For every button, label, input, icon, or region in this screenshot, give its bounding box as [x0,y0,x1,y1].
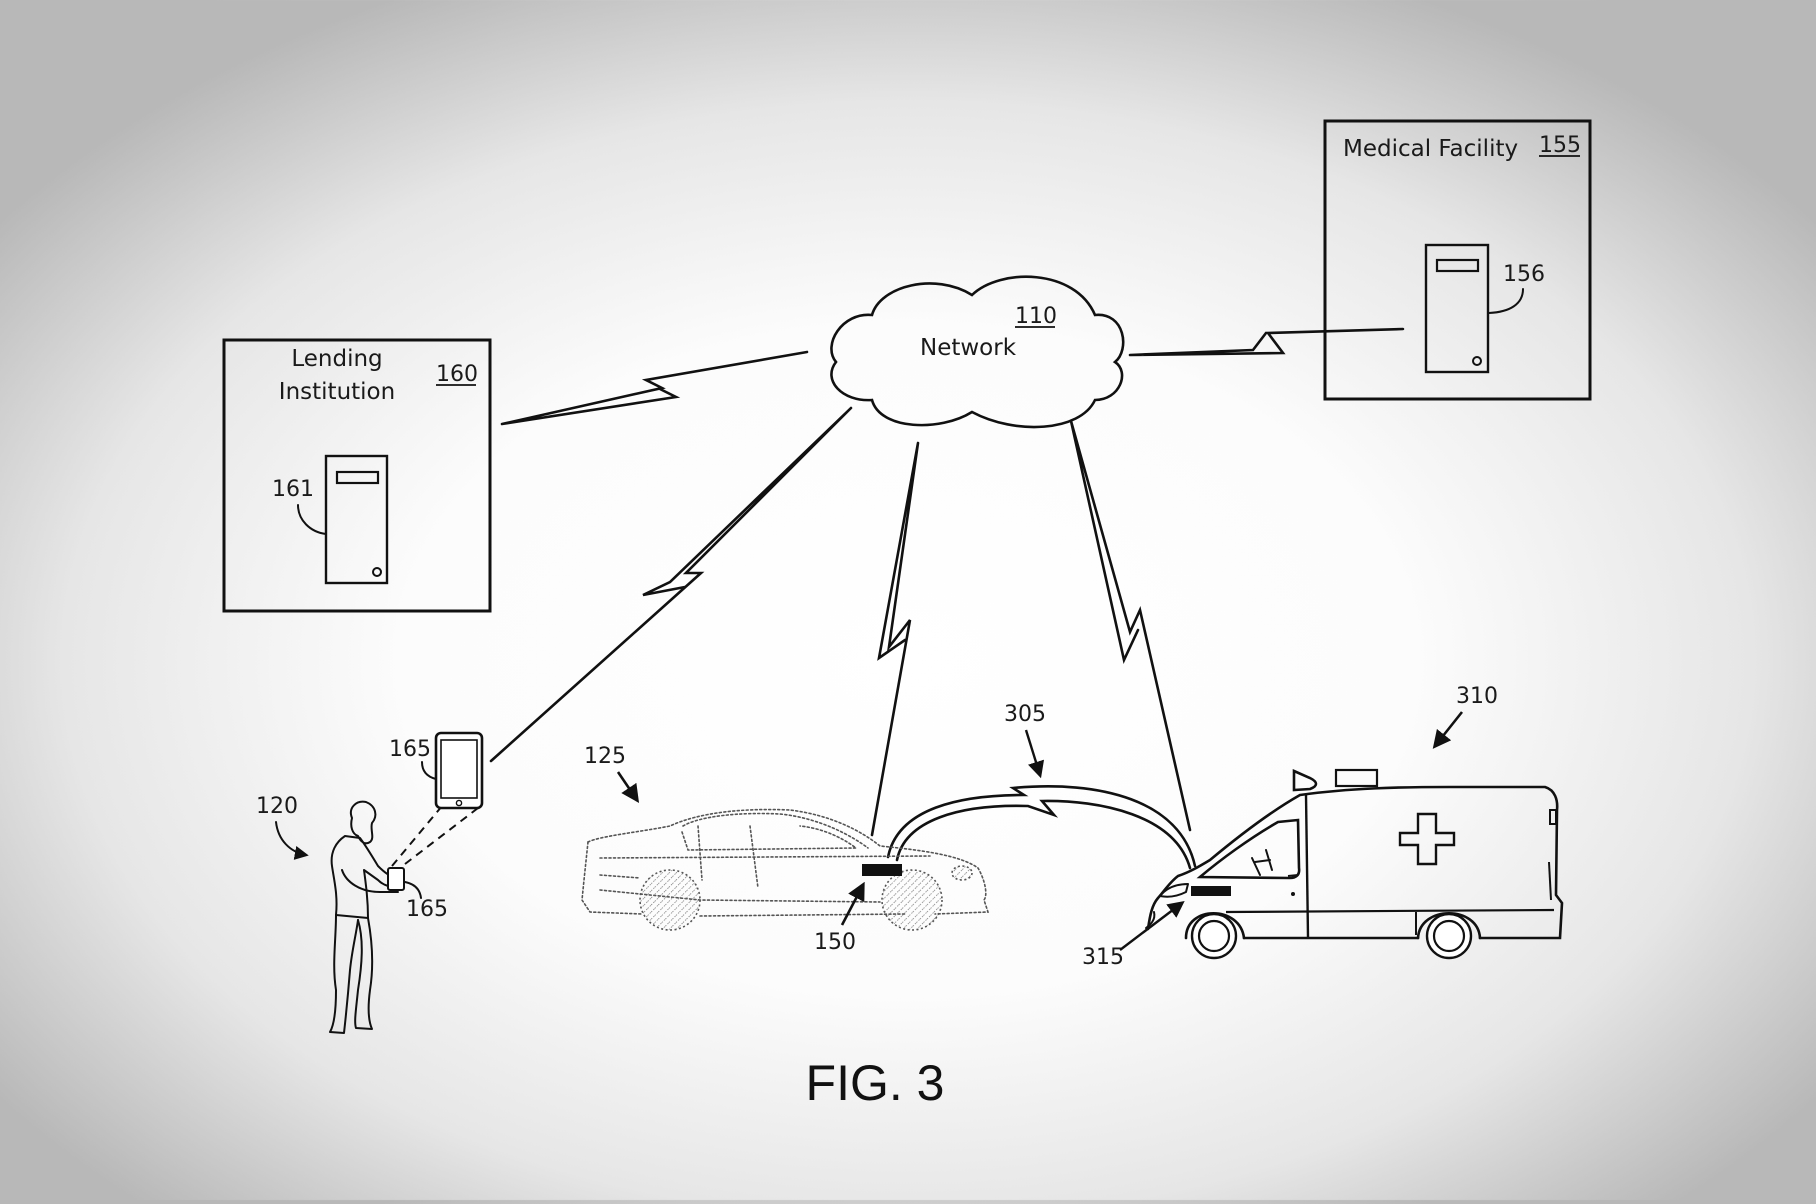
lending-institution-box [222,338,492,613]
server-icon [1424,243,1490,374]
network-label: Network [920,335,1017,361]
user-person: 120 165 165 [256,731,484,1034]
v2v-link-inner [895,799,1192,870]
vehicle-ref: 125 [584,744,626,769]
ambulance-wheel-rear [1416,911,1482,960]
car-icon [581,808,990,931]
network-cloud: Network 110 [830,275,1125,429]
cloud-outline [830,275,1125,429]
ambulance-wheel-front [1184,912,1246,960]
car-wheel-rear [639,869,701,931]
lending-server-leader [297,504,327,535]
v2v-link-outer [886,785,1197,868]
lending-label-line2: Institution [279,379,395,405]
medical-facility-box [1323,119,1592,401]
user-ref-arrow [275,821,309,860]
handheld-device-leader [404,881,422,899]
medical-label: Medical Facility [1343,136,1518,162]
ambulance-module-315 [1191,886,1231,896]
wireless-link-network-ambulance [1069,419,1192,832]
vehicle-module-150 [862,864,902,876]
vehicle-car: 125 150 [581,744,990,955]
mobile-phone-leader [421,761,437,780]
vehicle-ref-arrow [616,771,640,804]
lending-server-ref: 161 [272,477,314,502]
lending-ref: 160 [436,362,478,387]
handheld-device-ref: 165 [406,897,448,922]
ambulance-module-ref: 315 [1082,945,1124,970]
wireless-link-network-device [489,406,853,763]
figure-caption: FIG. 3 [806,1055,945,1111]
ambulance-ref-arrow [1432,711,1464,749]
car-wheel-front [881,869,943,931]
ambulance-module-arrow [1119,900,1185,951]
mobile-phone-icon [434,731,484,810]
lending-label-line1: Lending [291,346,382,372]
ambulance-icon [1145,768,1564,960]
projection-line [404,807,479,865]
person-icon [329,800,401,1034]
medical-facility: Medical Facility 155 156 [1323,119,1592,401]
lending-institution: Lending Institution 160 161 [222,338,492,613]
ambulance-ref: 310 [1456,684,1498,709]
server-icon [324,454,389,585]
medical-server-ref: 156 [1503,262,1545,287]
wireless-link-network-vehicle [870,441,920,837]
ambulance: 310 [1082,684,1564,970]
medical-ref: 155 [1539,133,1581,158]
medical-server-leader [1488,288,1524,314]
medical-cross-icon [1398,812,1456,866]
vehicle-module-ref: 150 [814,930,856,955]
network-ref: 110 [1015,304,1057,329]
wireless-link-network-medical [1128,327,1405,357]
user-ref: 120 [256,794,298,819]
handheld-device-icon [387,867,405,891]
v2v-link-arrow [1024,729,1045,779]
projection-line [391,805,443,867]
vehicle-module-arrow [840,881,865,926]
v2v-link-ref: 305 [1004,702,1046,727]
mobile-phone-ref: 165 [389,737,431,762]
wireless-link-lending-network [500,350,809,426]
v2v-link: 305 [886,702,1197,870]
